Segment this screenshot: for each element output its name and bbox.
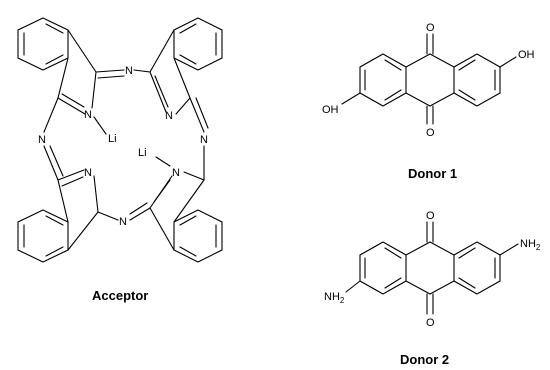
acceptor-atom-n-top: N [125,65,133,77]
donor1-atom-o-bottom: O [426,127,435,139]
acceptor-isoindole-bottom-right [149,171,223,263]
donor1-atom-o-top: O [426,22,435,34]
donor2-atom-o-top: O [426,210,435,222]
acceptor-li-bond-upper [93,116,107,135]
acceptor-isoindole-top-right [149,17,223,115]
acceptor-structure: N N N N N N N N Li Li Acceptor [17,17,223,303]
donor2-amine-left-nh: NH [324,291,340,303]
donor1-atom-oh-right: OH [518,49,535,61]
acceptor-isoindole-bottom-left [17,169,99,263]
acceptor-atom-n-inner-1: N [84,109,92,121]
donor1-caption: Donor 1 [408,166,457,181]
acceptor-li-bond-lower [155,156,171,167]
donor2-amine-right-nh: NH [520,238,536,250]
donor1-atom-oh-left: OH [322,104,339,116]
acceptor-atom-n-left: N [38,134,46,146]
acceptor-aza-bridges [43,69,209,221]
donor2-amine-left-subscript: 2 [340,296,345,305]
donor2-amine-left: NH2 [324,291,345,305]
donor2-amine-right-subscript: 2 [536,243,541,252]
donor1-structure: O O OH OH Donor 1 [322,22,535,181]
donor2-caption: Donor 2 [400,352,449,367]
acceptor-atom-li-1: Li [108,133,117,145]
acceptor-atom-n-right: N [200,134,208,146]
donor2-structure: O O NH2 NH2 Donor 2 [324,210,541,367]
acceptor-atom-n-inner-2: N [165,110,173,122]
donor2-amine-right: NH2 [520,238,541,252]
acceptor-isoindole-top-left [17,17,97,115]
acceptor-atom-n-inner-3: N [84,167,92,179]
acceptor-atom-li-2: Li [138,147,147,159]
acceptor-atom-n-bottom: N [119,216,127,228]
acceptor-atom-n-inner-4: N [172,167,180,179]
donor2-atom-o-bottom: O [426,317,435,329]
acceptor-caption: Acceptor [92,288,148,303]
